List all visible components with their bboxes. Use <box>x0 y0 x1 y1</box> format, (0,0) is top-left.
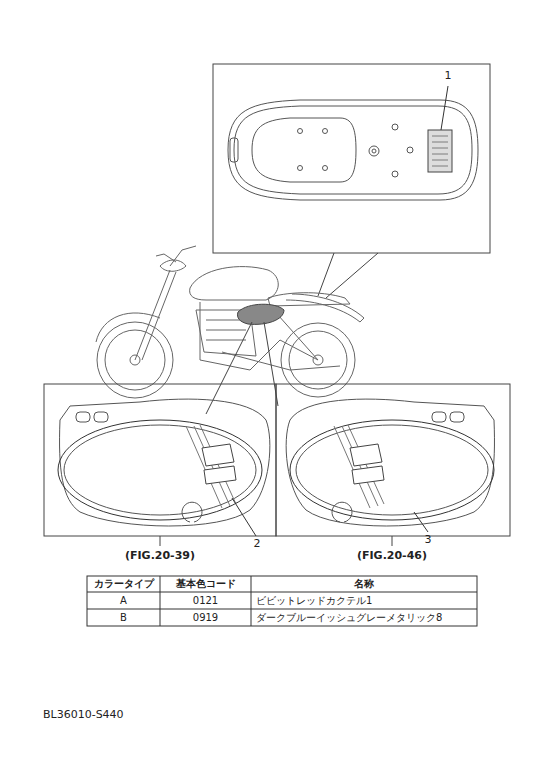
callout-number: 3 <box>425 534 432 545</box>
table-cell: 0121 <box>193 596 218 606</box>
drawing-code: BL36010-S440 <box>43 709 124 720</box>
figure-reference: (FIG.20-39) <box>125 550 195 561</box>
callout-number: 1 <box>445 70 452 81</box>
figure-reference: (FIG.20-46) <box>357 550 427 561</box>
table-cell: A <box>120 596 127 606</box>
callout-number: 2 <box>254 538 261 549</box>
table-cell: ビビットレッドカクテル1 <box>256 596 372 606</box>
table-header: 基本色コード <box>176 579 236 589</box>
table-cell: ダークブルーイッシュグレーメタリック8 <box>256 613 442 623</box>
table-header: カラータイプ <box>94 579 154 589</box>
table-header: 名称 <box>354 579 374 589</box>
table-cell: 0919 <box>193 613 218 623</box>
table-cell: B <box>120 613 127 623</box>
